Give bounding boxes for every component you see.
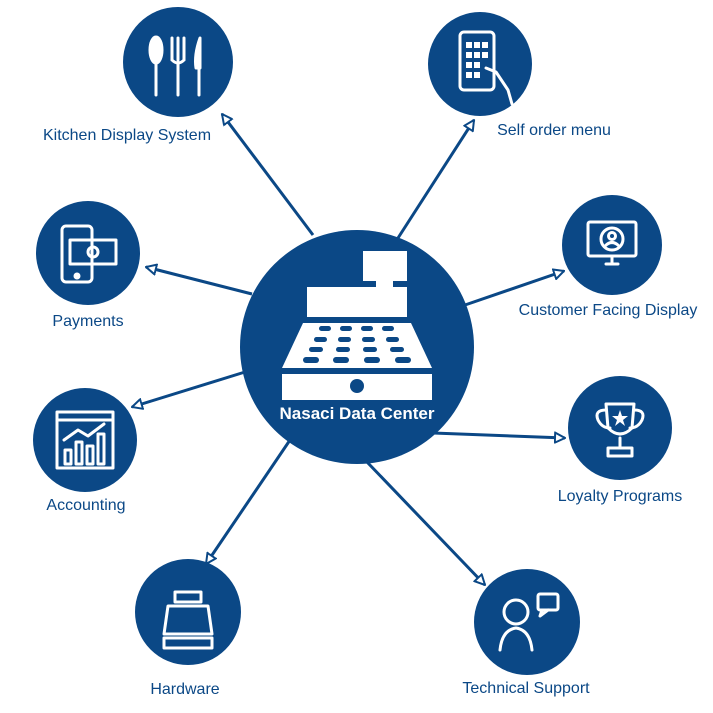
arrow-hardware xyxy=(206,439,292,564)
arrow-accounting xyxy=(132,370,246,407)
node-label-customer-display: Customer Facing Display xyxy=(518,302,698,319)
arrow-kitchen xyxy=(222,114,315,236)
arrow-payments xyxy=(146,267,253,296)
node-circle-loyalty xyxy=(568,376,672,480)
trophy-icon xyxy=(595,402,645,458)
node-circle-accounting xyxy=(33,388,137,492)
node-label-hardware: Hardware xyxy=(150,681,220,698)
cutlery-icon xyxy=(148,35,202,97)
arrow-self-order xyxy=(396,120,476,239)
monitor-user-icon xyxy=(586,220,638,266)
phone-payment-icon xyxy=(60,224,118,284)
support-agent-icon xyxy=(498,592,560,652)
cash-register-icon xyxy=(282,251,432,400)
node-label-payments: Payments xyxy=(52,313,124,330)
arrow-loyalty xyxy=(432,431,565,438)
growth-chart-icon xyxy=(55,410,115,470)
hardware-register-icon xyxy=(162,590,214,650)
node-circle-hardware xyxy=(135,559,241,665)
node-label-loyalty: Loyalty Programs xyxy=(557,488,683,505)
node-label-kitchen: Kitchen Display System xyxy=(42,127,212,144)
node-circle-technical xyxy=(474,569,580,675)
arrow-customer-display xyxy=(464,271,564,307)
node-circle-customer-display xyxy=(562,195,662,295)
node-label-technical: Technical Support xyxy=(462,680,590,697)
node-label-accounting: Accounting xyxy=(46,497,126,514)
center-label: Nasaci Data Center xyxy=(279,404,435,423)
arrow-technical xyxy=(365,460,485,585)
node-label-self-order: Self order menu xyxy=(497,122,611,139)
tablet-touch-icon xyxy=(458,30,514,106)
